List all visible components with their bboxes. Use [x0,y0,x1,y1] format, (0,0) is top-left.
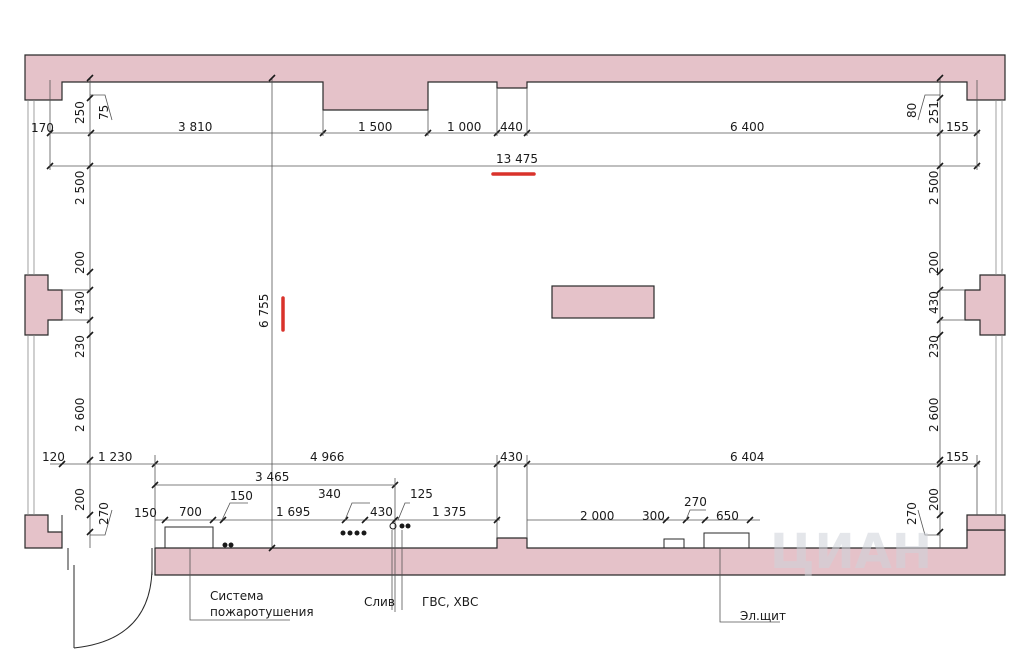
entrance-door [73,548,153,649]
dim-bottom-155: 155 [946,450,969,464]
dim-left-430: 430 [73,291,87,314]
watermark-logo: ЦИАН [770,524,932,580]
dim-left-200b: 200 [73,488,87,511]
label-drain: Слив [364,595,395,609]
dim-top-6400: 6 400 [730,120,764,134]
dim-total-height: 6 755 [257,294,271,328]
dim-left-120: 120 [42,450,65,464]
dim-top-1500: 1 500 [358,120,392,134]
callout-labels: Система пожаротушения Слив ГВС, ХВС Эл.щ… [210,589,786,623]
dim-bottom-150a: 150 [134,506,157,520]
dim-bottom-2000: 2 000 [580,509,614,523]
dim-top-1000: 1 000 [447,120,481,134]
left-middle-column [24,274,63,336]
dimension-labels: 170 250 75 3 810 1 500 1 000 440 6 400 8… [31,101,969,525]
label-fire-system-2: пожаротушения [210,605,314,619]
dim-left-2500: 2 500 [73,171,87,205]
dim-left-200a: 200 [73,251,87,274]
dim-bottom-125: 125 [410,487,433,501]
bottom-wall [154,529,1006,576]
bottom-right-column [966,514,1006,531]
dim-top-251: 251 [927,101,941,124]
dim-bottom-430b: 430 [370,505,393,519]
dim-left-230: 230 [73,335,87,358]
dim-left-2600: 2 600 [73,398,87,432]
interior-pillar [551,285,655,319]
dim-right-2500: 2 500 [927,171,941,205]
dim-right-430: 430 [927,291,941,314]
dim-bottom-430: 430 [500,450,523,464]
dim-top-75: 75 [97,105,111,120]
top-wall [24,54,1006,111]
dim-top-250: 250 [73,101,87,124]
dimension-lines [46,74,981,623]
dim-bottom-300: 300 [642,509,665,523]
windows [27,100,1003,570]
dim-top-440: 440 [500,120,523,134]
label-fire-system-1: Система [210,589,264,603]
dim-total-width: 13 475 [496,152,538,166]
dim-right-270: 270 [905,502,919,525]
dim-bottom-650: 650 [716,509,739,523]
right-middle-column [964,274,1006,336]
dim-bottom-1375: 1 375 [432,505,466,519]
dim-bottom-3465: 3 465 [255,470,289,484]
dim-top-3810: 3 810 [178,120,212,134]
dim-right-2600: 2 600 [927,398,941,432]
dim-left-270: 270 [97,502,111,525]
dim-bottom-1695: 1 695 [276,505,310,519]
bottom-left-column [24,514,63,549]
walls [24,54,1006,576]
dim-top-80: 80 [905,103,919,118]
dim-right-230: 230 [927,335,941,358]
dim-bottom-700: 700 [179,505,202,519]
dim-right-200b: 200 [927,488,941,511]
dim-right-200a: 200 [927,251,941,274]
label-electrical-panel: Эл.щит [740,609,786,623]
dim-top-155: 155 [946,120,969,134]
dim-bottom-4966: 4 966 [310,450,344,464]
dim-bottom-340: 340 [318,487,341,501]
dim-bottom-1230: 1 230 [98,450,132,464]
dim-bottom-150b: 150 [230,489,253,503]
dim-top-170: 170 [31,121,54,135]
dim-bottom-6404: 6 404 [730,450,764,464]
label-water-supply: ГВС, ХВС [422,595,478,609]
dim-bottom-270: 270 [684,495,707,509]
